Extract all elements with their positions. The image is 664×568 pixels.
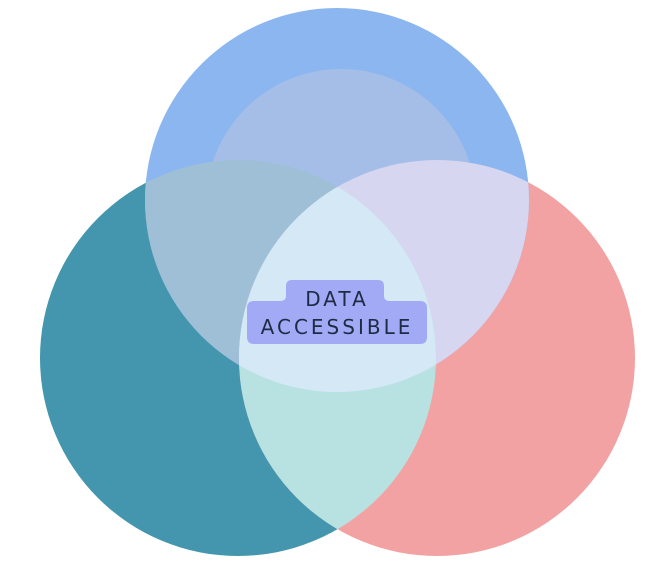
center-label-badge [247,280,427,344]
center-label-line1: DATA [305,287,369,311]
center-label-line2: ACCESSIBLE [261,315,414,339]
